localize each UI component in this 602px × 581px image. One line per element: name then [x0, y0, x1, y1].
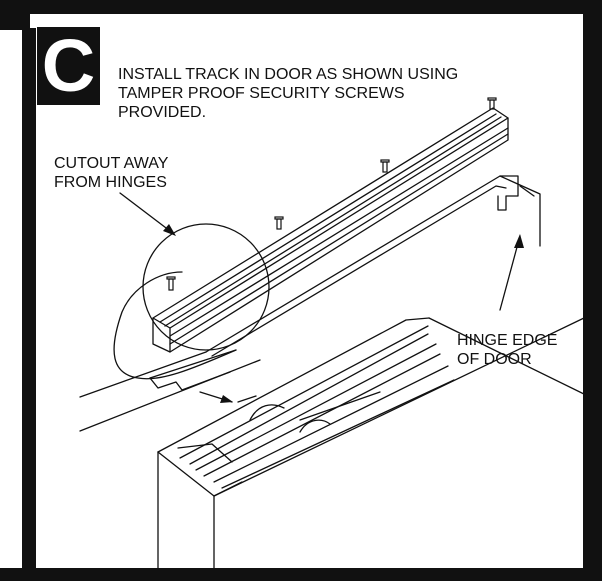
- arrowheads: [163, 224, 524, 403]
- bottom-border: [0, 568, 602, 581]
- hinge-edge-callout: HINGE EDGE OF DOOR: [457, 331, 557, 369]
- door-slab: [157, 317, 589, 569]
- cutout-callout: CUTOUT AWAY FROM HINGES: [54, 154, 168, 192]
- door-edge-lines: [79, 349, 261, 432]
- right-border: [583, 0, 602, 581]
- callout-line: OF DOOR: [457, 351, 532, 368]
- callout-line: HINGE EDGE: [457, 332, 558, 349]
- instruction-line: INSTALL TRACK IN DOOR AS SHOWN USING: [118, 66, 459, 83]
- left-border-top: [0, 14, 22, 30]
- door-cutout-outline: [205, 175, 541, 357]
- corner-notch: [22, 14, 30, 32]
- screw-icon: [274, 216, 284, 230]
- leader-lines: [119, 192, 521, 421]
- step-letter-badge: C: [37, 27, 100, 105]
- instruction-line: TAMPER PROOF SECURITY SCREWS: [118, 85, 405, 102]
- callout-line: FROM HINGES: [54, 174, 167, 191]
- left-border: [22, 28, 36, 568]
- screw-icon: [380, 159, 390, 173]
- instruction-text: INSTALL TRACK IN DOOR AS SHOWN USING TAM…: [118, 65, 458, 122]
- step-letter: C: [41, 24, 96, 107]
- instruction-line: PROVIDED.: [118, 104, 207, 121]
- track: [152, 107, 509, 353]
- magnifier-circle: [142, 223, 270, 351]
- top-border: [0, 0, 585, 14]
- screw-icon: [166, 276, 176, 291]
- callout-line: CUTOUT AWAY: [54, 155, 169, 172]
- screw-icon: [487, 97, 497, 110]
